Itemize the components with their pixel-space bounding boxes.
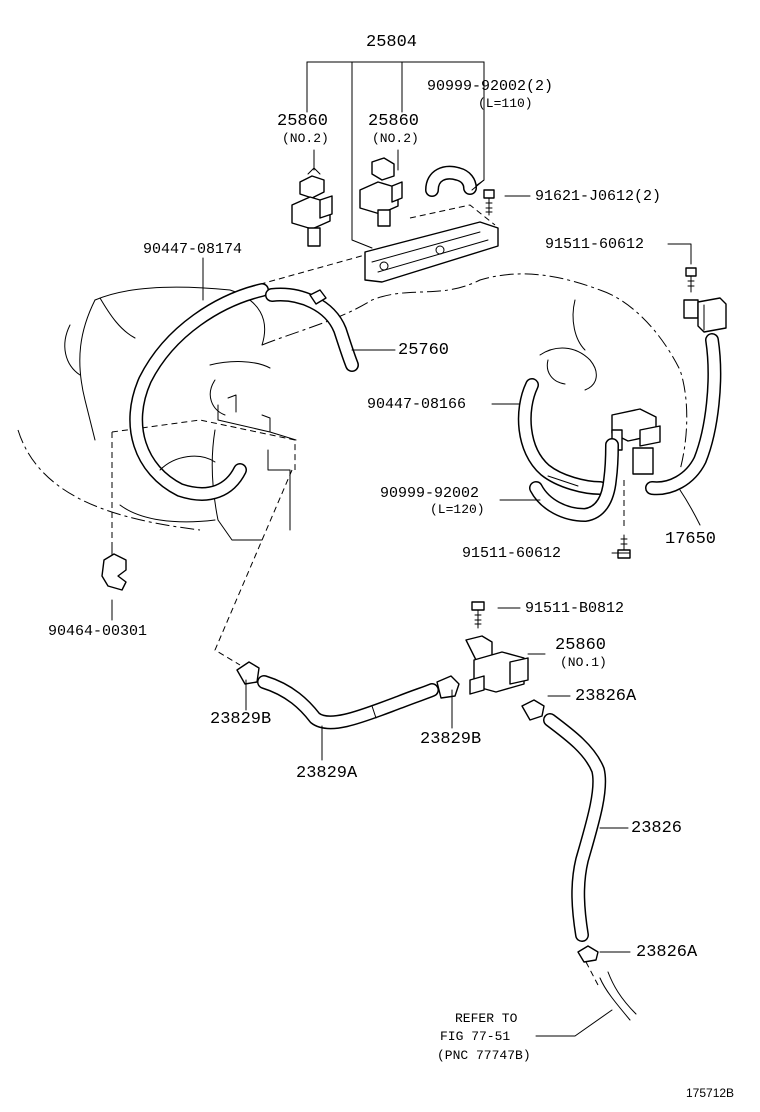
vsv-right-middle xyxy=(611,408,661,475)
clamp-23826a-bottom xyxy=(577,945,599,986)
clamp-23829b-left xyxy=(236,661,260,685)
hose-90447-08166 xyxy=(517,378,607,495)
label-25860-left: 25860 xyxy=(277,112,329,131)
label-23829b-left: 23829B xyxy=(210,710,272,729)
hose-23829a xyxy=(257,675,439,730)
label-23829a: 23829A xyxy=(296,764,358,783)
hose-90999-92002-mid xyxy=(529,438,625,530)
label-refer-to: REFER TO xyxy=(455,1011,518,1026)
label-25860-no1-note: (NO.1) xyxy=(560,655,607,670)
leader-lines xyxy=(111,109,701,1037)
bolt-91511-top xyxy=(685,267,697,293)
label-25860-right: 25860 xyxy=(368,112,420,131)
sensor-17650 xyxy=(645,297,727,496)
clamp-23829b-right xyxy=(436,675,460,699)
hose-23826 xyxy=(543,713,607,942)
label-91511-b0812: 91511-B0812 xyxy=(525,600,625,617)
label-refer-fig: FIG 77-51 xyxy=(440,1029,511,1044)
label-23826: 23826 xyxy=(631,819,683,838)
label-91621-j0612: 91621-J0612(2) xyxy=(535,188,662,205)
label-91511-60612-mid: 91511-60612 xyxy=(462,545,562,562)
hose-90999-92002-top xyxy=(425,165,477,197)
label-25860-no1: 25860 xyxy=(555,636,607,655)
label-90999-92002-mid-note: (L=120) xyxy=(430,502,485,517)
label-23826a-bottom: 23826A xyxy=(636,943,698,962)
label-25860-right-note: (NO.2) xyxy=(372,131,419,146)
label-25860-left-note: (NO.2) xyxy=(282,131,329,146)
label-90999-92002-top: 90999-92002(2) xyxy=(427,78,554,95)
label-25760: 25760 xyxy=(398,341,450,360)
figure-id: 175712B xyxy=(686,1086,735,1100)
label-23826a-top: 23826A xyxy=(575,687,637,706)
label-90464-00301: 90464-00301 xyxy=(48,623,148,640)
label-90999-92002-mid: 90999-92002 xyxy=(380,485,480,502)
assembly-25804-bracket-lines xyxy=(306,61,485,249)
hose-25760 xyxy=(265,287,359,372)
bolt-91511-mid xyxy=(617,534,631,559)
pipe-fig-77-51 xyxy=(599,971,637,1021)
label-23829b-right: 23829B xyxy=(420,730,482,749)
valve-25860-no2-right xyxy=(359,149,403,227)
label-17650: 17650 xyxy=(665,530,717,549)
label-90447-08174: 90447-08174 xyxy=(143,241,243,258)
bolt-91511-b0812 xyxy=(471,601,485,629)
label-90999-92002-top-note: (L=110) xyxy=(478,96,533,111)
valve-25860-no1 xyxy=(465,635,529,695)
clamp-23826a-top xyxy=(521,699,545,721)
vsv-bracket-plate xyxy=(249,204,499,288)
valve-25860-no2-left xyxy=(291,149,333,247)
label-90447-08166: 90447-08166 xyxy=(367,396,467,413)
bolt-91621 xyxy=(483,189,495,216)
intake-bracket xyxy=(111,394,297,666)
engine-outline xyxy=(17,273,688,531)
label-91511-60612-top: 91511-60612 xyxy=(545,236,645,253)
label-25804: 25804 xyxy=(366,33,418,52)
hose-90447-08174 xyxy=(129,283,269,501)
label-refer-pnc: (PNC 77747B) xyxy=(437,1048,531,1063)
clip-90464 xyxy=(101,548,127,591)
